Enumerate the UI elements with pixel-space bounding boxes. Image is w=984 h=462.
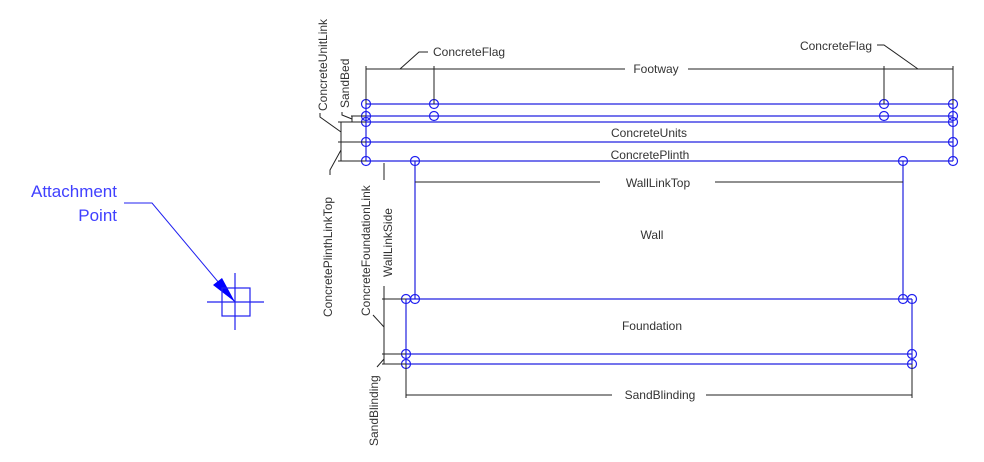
point-marker <box>947 110 959 122</box>
attachment-label-line2: Point <box>78 206 117 225</box>
concrete-units-label: ConcreteUnits <box>611 126 687 140</box>
sand-blinding-side-leader <box>376 358 385 368</box>
sand-blinding-side-label: SandBlinding <box>367 375 381 446</box>
concrete-plinth-link-top-leader <box>329 149 342 175</box>
point-marker <box>428 110 440 122</box>
point-marker <box>409 155 421 167</box>
concrete-flag-left-label: ConcreteFlag <box>433 45 505 59</box>
concrete-foundation-link-leader <box>372 314 385 328</box>
wall-shape: Wall <box>406 161 912 300</box>
concrete-plinth-link-top-label: ConcretePlinthLinkTop <box>321 197 335 317</box>
attachment-point-group: Attachment Point <box>31 182 264 330</box>
sand-blinding-bottom-label: SandBlinding <box>625 388 696 402</box>
pavement-layers: ConcreteUnits ConcretePlinth <box>365 103 954 162</box>
concrete-flag-right-leader <box>877 44 919 70</box>
concrete-plinth-label: ConcretePlinth <box>611 148 690 162</box>
sand-bed-leader <box>341 112 353 120</box>
point-marker <box>947 136 959 148</box>
concrete-foundation-link-label: ConcreteFoundationLink <box>359 184 373 316</box>
concrete-unit-link-label: ConcreteUnitLink <box>316 18 330 111</box>
attachment-leader-line <box>124 202 236 303</box>
concrete-flag-left-leader <box>399 51 428 70</box>
point-marker <box>409 293 421 305</box>
point-marker <box>878 110 890 122</box>
footway-label: Footway <box>633 62 678 76</box>
point-marker <box>947 116 959 128</box>
point-marker <box>897 155 909 167</box>
sand-blinding-bottom-dimension: SandBlinding <box>405 364 913 402</box>
left-link-dimensions: SandBed ConcreteUnitLink ConcretePlinthL… <box>316 18 406 446</box>
wall-link-top-dimension: WallLinkTop <box>415 176 903 190</box>
foundation-shape: Foundation <box>405 299 913 365</box>
wall-label: Wall <box>641 228 664 242</box>
attachment-arrowhead-icon <box>213 278 235 302</box>
footway-dimension: Footway ConcreteFlag ConcreteFlag <box>365 39 954 104</box>
point-marker <box>906 293 918 305</box>
point-marker <box>947 155 959 167</box>
foundation-label: Foundation <box>622 319 682 333</box>
sand-bed-label: SandBed <box>338 59 352 108</box>
wall-link-side-label: WallLinkSide <box>381 208 395 277</box>
wall-link-top-label: WallLinkTop <box>626 176 691 190</box>
attachment-label-line1: Attachment <box>31 182 117 201</box>
point-marker <box>906 348 918 360</box>
concrete-flag-right-label: ConcreteFlag <box>800 39 872 53</box>
concrete-unit-link-leader <box>319 113 342 133</box>
